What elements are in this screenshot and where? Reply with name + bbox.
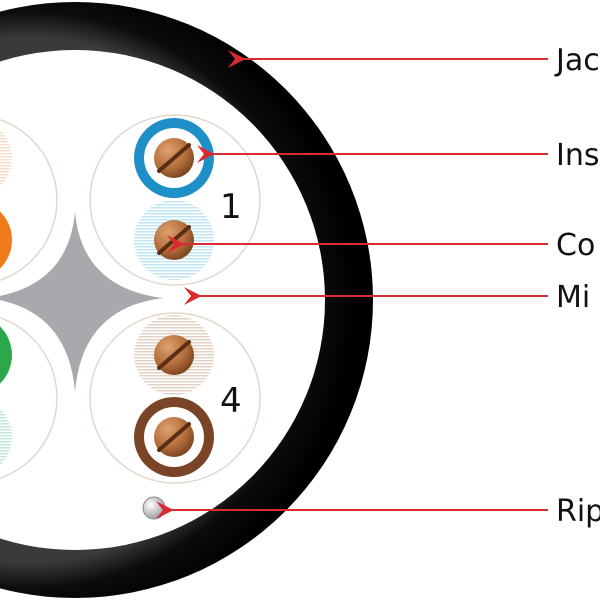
insulation-label: Ins	[556, 138, 600, 173]
conductor-label: Co	[556, 228, 595, 263]
pair-4-brown-wire	[134, 397, 214, 477]
cable-core	[0, 50, 325, 550]
pair-1-blue-white-wire	[134, 200, 214, 280]
pair-2-outline	[0, 118, 58, 282]
pair-3-outline	[0, 316, 58, 480]
pair-2-orange-wire	[0, 211, 12, 269]
pair-3-green-white-wire	[0, 408, 12, 466]
ripcord-label: Rip	[556, 494, 600, 529]
cross-separator	[0, 212, 163, 392]
jacket-label: Jac	[554, 43, 600, 78]
pair-2-orange-white-wire	[0, 129, 12, 187]
rip-cord	[142, 496, 166, 520]
pair-4-outline	[89, 312, 261, 484]
pair-4-brown-white-wire	[134, 315, 214, 395]
pair-1-number: 1	[220, 187, 242, 227]
pair-1-blue-wire	[134, 118, 214, 198]
pair-4-number: 4	[220, 381, 242, 421]
separator-label: Mi	[556, 280, 590, 315]
pair-3-green-wire	[0, 326, 12, 384]
pair-1-outline	[89, 114, 261, 286]
